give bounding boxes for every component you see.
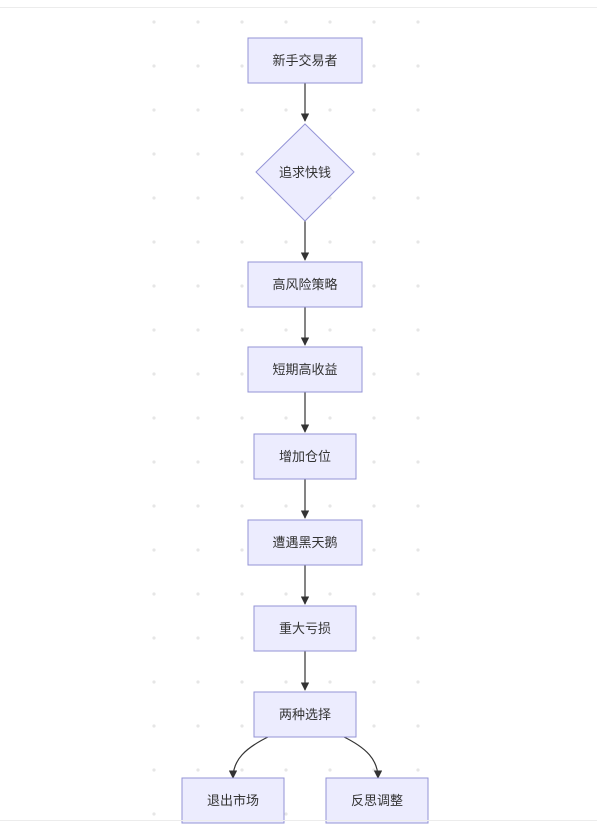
node-two-choices[interactable]: 两种选择 [253, 691, 357, 738]
node-reflect-label: 反思调整 [351, 794, 403, 809]
node-short-term-label: 短期高收益 [272, 362, 337, 378]
node-chase[interactable]: 追求快钱 [255, 123, 355, 222]
edge-twochoices-reflect [341, 735, 383, 779]
node-high-risk[interactable]: 高风险策略 [247, 261, 363, 308]
node-black-swan-label: 遭遇黑天鹅 [272, 535, 337, 551]
node-high-risk-label: 高风险策略 [272, 277, 337, 293]
node-chase-label: 追求快钱 [279, 165, 331, 181]
node-novice[interactable]: 新手交易者 [247, 37, 363, 84]
node-increase-label: 增加仓位 [279, 450, 331, 465]
node-big-loss[interactable]: 重大亏损 [253, 605, 357, 652]
node-short-term[interactable]: 短期高收益 [247, 346, 363, 393]
node-black-swan[interactable]: 遭遇黑天鹅 [247, 519, 363, 566]
edge-twochoices-exit [228, 735, 271, 779]
node-exit-label: 退出市场 [207, 793, 259, 809]
top-divider [0, 7, 597, 8]
node-two-choices-label: 两种选择 [279, 708, 331, 723]
node-exit[interactable]: 退出市场 [181, 777, 285, 824]
node-reflect[interactable]: 反思调整 [325, 777, 429, 824]
node-big-loss-label: 重大亏损 [279, 621, 331, 637]
bottom-divider [0, 820, 597, 821]
node-novice-label: 新手交易者 [272, 53, 337, 69]
edges [228, 83, 383, 779]
node-increase[interactable]: 增加仓位 [253, 433, 357, 480]
